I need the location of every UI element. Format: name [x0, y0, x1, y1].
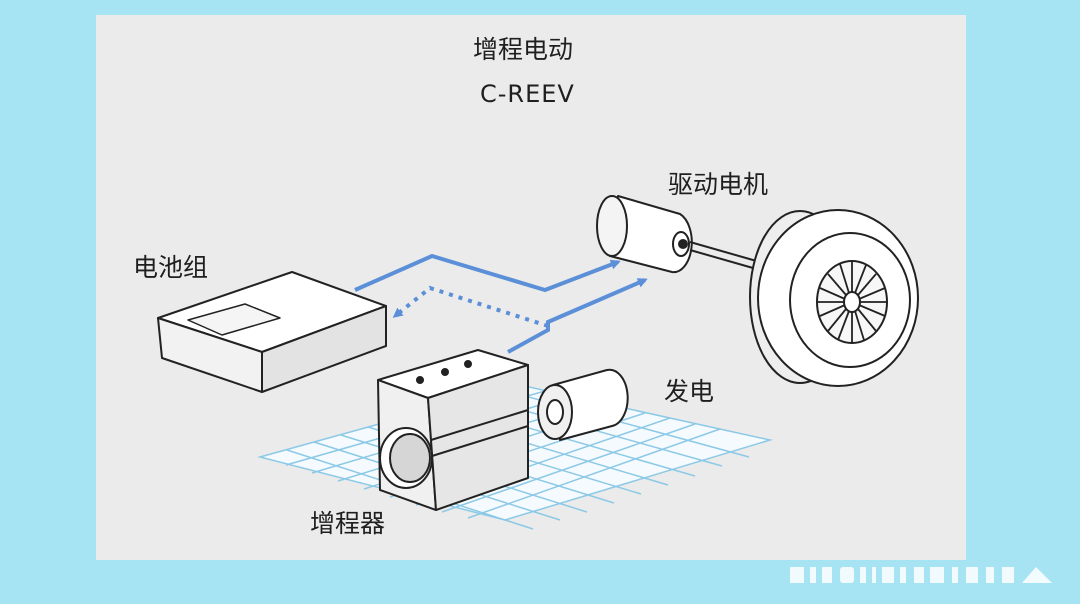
battery-to-motor-arrow [354, 253, 621, 293]
drive-motor-label: 驱动电机 [668, 170, 769, 199]
generator-to-motor-arrow [507, 278, 648, 354]
range-extender-engine-icon [377, 349, 529, 511]
range-extender-label: 增程器 [310, 509, 386, 538]
generator-icon [537, 368, 629, 441]
diagram-subtitle: C-REEV [480, 80, 575, 108]
watermark-logo [790, 567, 1052, 583]
drive-motor-icon [596, 195, 761, 274]
wheel-icon [749, 209, 919, 387]
generator-label: 发电 [664, 377, 715, 406]
battery-pack-icon [157, 271, 387, 393]
battery-pack-label: 电池组 [133, 253, 209, 282]
generator-to-battery-arrow [392, 285, 549, 328]
energy-flow-arrows [354, 253, 648, 354]
diagram-title: 增程电动 [473, 35, 574, 64]
